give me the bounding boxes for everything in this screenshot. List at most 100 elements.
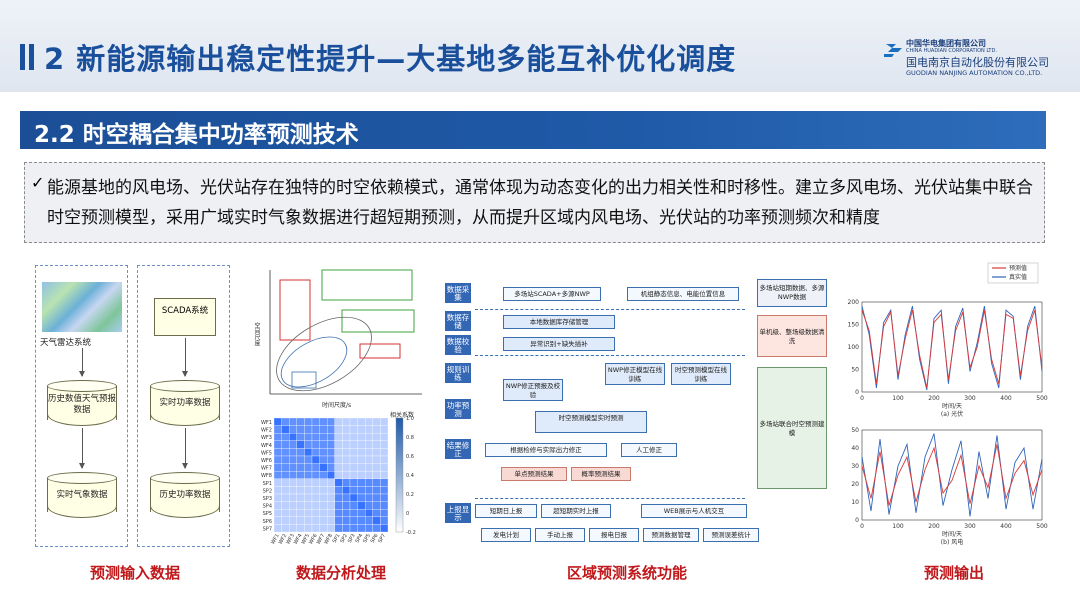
heatmap-cell — [327, 455, 335, 464]
heatmap-cell — [342, 433, 351, 441]
heatmap-cell — [327, 417, 335, 426]
system-flow-diagram: 数据采集数据存储数据校验规则训练功率预测结果修正上报显示 多场站SCADA+多源… — [445, 275, 830, 550]
heatmap-cell — [311, 493, 320, 502]
heatmap-cell — [342, 440, 351, 449]
heatmap-cell — [281, 501, 290, 510]
heatmap-cell — [289, 455, 297, 464]
x-tick-label: 500 — [1036, 395, 1048, 402]
heatmap-cell — [357, 455, 366, 464]
heatmap-cell — [296, 448, 305, 457]
heatmap-cell — [311, 463, 320, 472]
heatmap-cell — [380, 440, 389, 449]
heatmap-cell — [311, 425, 320, 434]
check-icon: ✓ — [31, 173, 45, 192]
heatmap-col-label: WF4 — [293, 533, 304, 546]
heatmap-col-label: WF8 — [323, 533, 334, 546]
heatmap-cell — [296, 486, 305, 495]
heatmap-cell — [334, 417, 343, 426]
y-tick-label: 100 — [848, 344, 860, 351]
flow-box: 预测数据管理 — [643, 528, 699, 542]
stage-label: 数据采集 — [445, 283, 471, 303]
heatmap-cell — [311, 433, 320, 441]
flow-box: 单机级、整场级数据清洗 — [757, 315, 827, 357]
heatmap-cell — [289, 417, 297, 426]
heatmap-cell — [349, 433, 358, 441]
x-tick-label: 400 — [1000, 395, 1012, 402]
heatmap-row-label: WF7 — [261, 466, 272, 472]
heatmap-cell — [349, 509, 358, 517]
scatter-xlabel: 时间尺度/s — [322, 402, 352, 409]
heatmap-cell — [311, 524, 320, 533]
heatmap-cell — [296, 417, 305, 426]
heatmap-cell — [281, 440, 290, 449]
divider-line — [475, 309, 745, 310]
heatmap-cell — [365, 433, 373, 441]
heatmap-cell — [327, 471, 335, 479]
colorbar-tick: -0.2 — [406, 530, 416, 536]
heatmap-cell — [281, 493, 290, 502]
heatmap-cell — [342, 417, 351, 426]
heatmap-cell — [304, 493, 313, 502]
flow-box: 单点预测结果 — [501, 467, 567, 481]
heatmap-cell — [334, 509, 343, 517]
heatmap-cell — [273, 509, 282, 517]
description-text: 能源基地的风电场、光伏站存在独特的时空依赖模式，通常体现为动态变化的出力相关性和… — [47, 178, 1033, 228]
heatmap-cell — [327, 425, 335, 434]
heatmap-cell — [380, 524, 389, 533]
logo-company-en: GUODIAN NANJING AUTOMATION CO.,LTD. — [906, 69, 1043, 77]
heatmap-cell — [319, 471, 328, 479]
heatmap-cell — [365, 486, 373, 495]
heatmap-row-label: SP3 — [263, 496, 272, 502]
heatmap-cell — [319, 493, 328, 502]
heatmap-cell — [372, 524, 381, 533]
heatmap-cell — [334, 478, 343, 487]
heatmap-cell — [319, 486, 328, 495]
legend-box — [987, 262, 1039, 284]
heatmap-cell — [281, 471, 290, 479]
flow-box: 机组静态信息、电能位置信息 — [627, 287, 739, 301]
database-icon: 实时气象数据 — [47, 472, 117, 518]
stage-label: 结果修正 — [445, 439, 471, 459]
heatmap-cell — [304, 425, 313, 434]
heatmap-cell — [319, 463, 328, 472]
heatmap-cell — [289, 501, 297, 510]
heatmap-col-label: SP4 — [354, 533, 364, 544]
company-logo: 中国华电集团有限公司 CHINA HUADIAN CORPORATION LTD… — [884, 38, 1074, 78]
colorbar-tick: 0.6 — [406, 454, 414, 460]
heatmap-cell — [281, 478, 290, 487]
heatmap-cell — [304, 478, 313, 487]
heatmap-cell — [289, 524, 297, 533]
scatter-ylabel: 空间尺度 — [253, 322, 260, 346]
heatmap-cell — [349, 463, 358, 472]
heatmap-cell — [365, 516, 373, 525]
heatmap-cell — [342, 478, 351, 487]
y-tick-label: 20 — [851, 481, 859, 488]
heatmap-cell — [357, 486, 366, 495]
heatmap-col-label: SP7 — [377, 533, 387, 544]
heatmap-cell — [342, 486, 351, 495]
x-tick-label: 0 — [860, 523, 864, 530]
heatmap-cell — [311, 417, 320, 426]
heatmap-cell — [304, 509, 313, 517]
flow-box: 根据检修与实际出力修正 — [485, 443, 607, 457]
flow-box: 多场站短期数据、多源NWP数据 — [757, 279, 827, 307]
heatmap-cell — [281, 524, 290, 533]
heatmap-cell — [349, 448, 358, 457]
heatmap-cell — [304, 501, 313, 510]
caption-analysis: 数据分析处理 — [296, 564, 387, 582]
heatmap-cell — [289, 471, 297, 479]
heatmap-cell — [319, 433, 328, 441]
arrow-down-icon — [79, 348, 85, 377]
heatmap-cell — [327, 433, 335, 441]
heatmap-cell — [273, 478, 282, 487]
stage-label: 数据存储 — [445, 311, 471, 331]
heatmap-cell — [349, 455, 358, 464]
heatmap-cell — [281, 417, 290, 426]
heatmap-cell — [334, 524, 343, 533]
heatmap-row-label: SP2 — [263, 488, 272, 494]
db-label: 历史功率数据 — [159, 490, 211, 500]
input-panel-right: SCADA系统 实时功率数据 历史功率数据 — [137, 265, 230, 547]
heatmap-cell — [372, 516, 381, 525]
heatmap-cell — [281, 509, 290, 517]
